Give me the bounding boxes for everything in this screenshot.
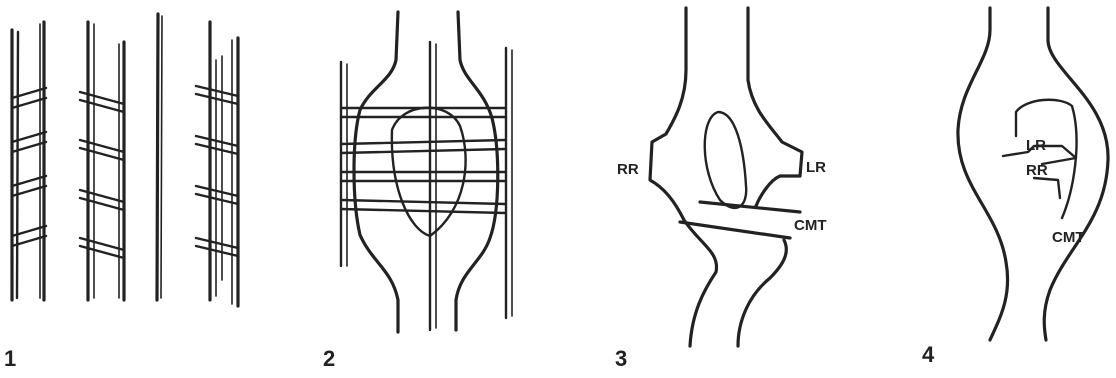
panel-2-inner-strips <box>341 42 512 330</box>
panel-1-drawing <box>12 14 238 306</box>
panel-4-label-rr: RR <box>1026 162 1048 179</box>
panel-4-number: 4 <box>922 342 935 367</box>
panel-2-number: 2 <box>323 346 335 371</box>
panel-2-crossbars <box>341 108 505 213</box>
panel-3-drawing <box>650 8 802 346</box>
panel-3-inner-loop <box>705 112 746 208</box>
panel-4-inner-flap <box>1003 100 1077 218</box>
panel-1-strip-c <box>157 14 162 300</box>
panel-1-strip-d <box>196 22 238 306</box>
panel-1-strip-b <box>80 22 124 300</box>
panel-1-strip-a <box>12 22 46 300</box>
panel-3-vessel-outline <box>650 8 802 346</box>
panel-3-crossing-segment <box>680 202 800 238</box>
panel-1-number: 1 <box>4 346 16 371</box>
panel-3-label-lr: LR <box>806 159 826 176</box>
panel-3-number: 3 <box>615 346 627 371</box>
panel-3-label-rr: RR <box>617 161 639 178</box>
panel-4-label-cmt: CMT <box>1052 229 1085 246</box>
panel-4-label-lr: LR <box>1026 137 1046 154</box>
panel-2-drawing <box>341 12 512 332</box>
panel-3-label-cmt: CMT <box>794 217 827 234</box>
